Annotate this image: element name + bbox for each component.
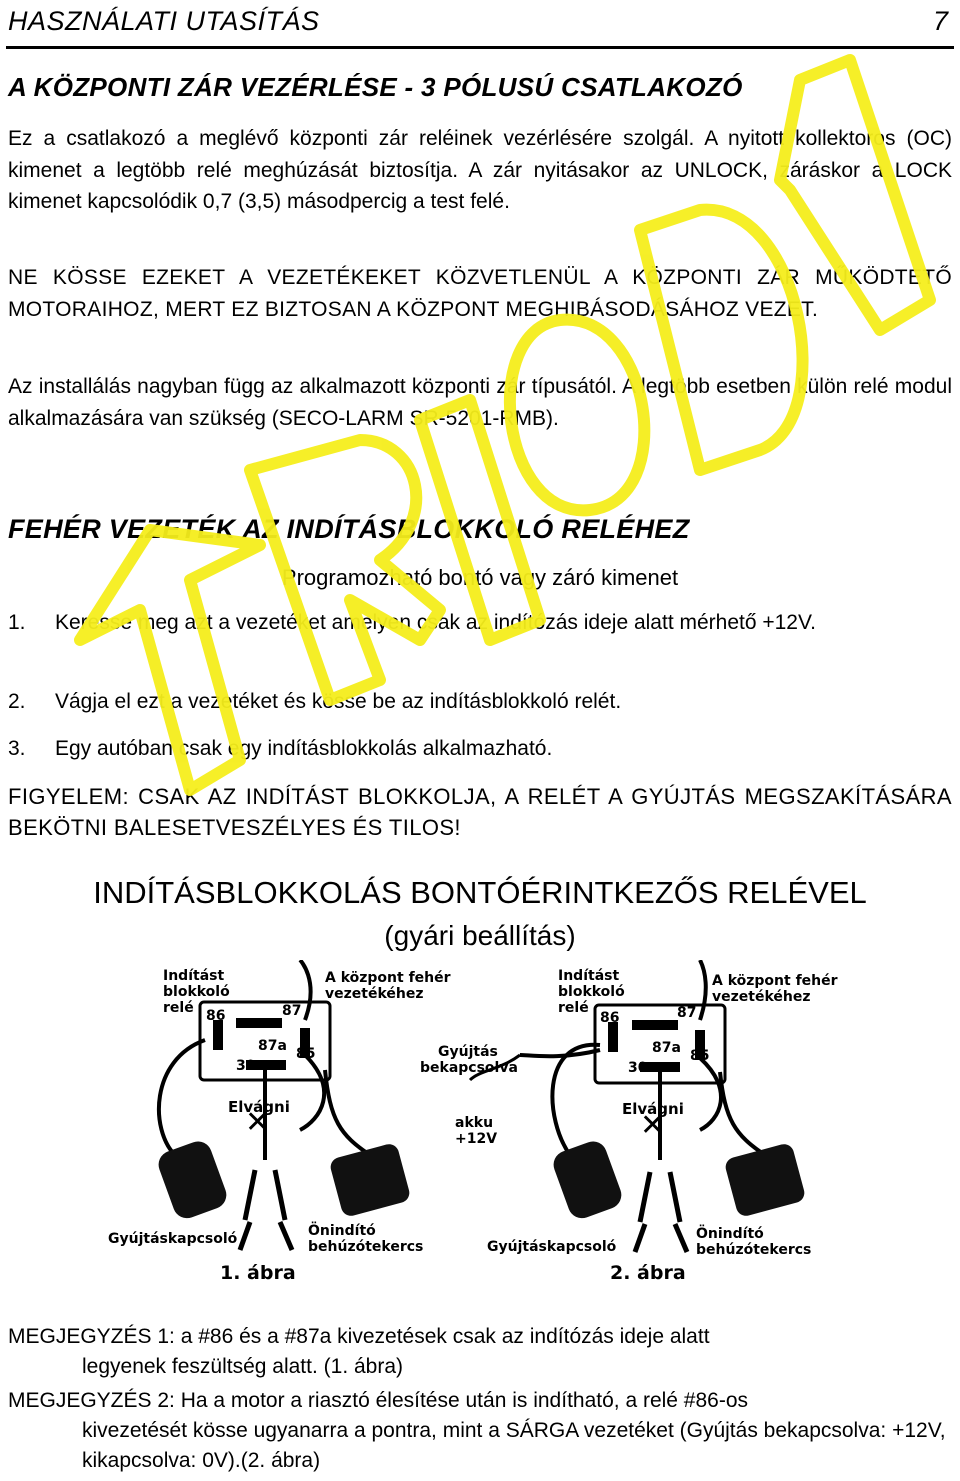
pin-85-label: 85	[690, 1048, 710, 1064]
list-number: 1.	[8, 611, 26, 634]
ignition-switch-icon	[158, 1141, 227, 1219]
pin-87a-label: 87a	[258, 1038, 287, 1054]
figure-2-caption: 2. ábra	[610, 1262, 686, 1284]
relay-pin-30	[246, 1060, 286, 1070]
relay-pin-87	[236, 1018, 282, 1028]
pin-87-label: 87	[677, 1005, 697, 1021]
cut-label: Elvágni	[622, 1100, 684, 1118]
cut-mark-icon: ✕	[245, 1105, 270, 1140]
warning-text: FIGYELEM: CSAK AZ INDÍTÁST BLOKKOLJA, A …	[8, 784, 952, 840]
wire	[718, 1071, 767, 1157]
note-1-text: a #86 és a #87a kivezetések csak az indí…	[174, 1325, 710, 1348]
cut-mark-icon: ✕	[640, 1108, 665, 1143]
list-number: 3.	[8, 737, 26, 760]
pin-86-label: 86	[600, 1010, 620, 1026]
list-item: 3. Egy autóban csak egy indításblokkolás…	[0, 733, 960, 765]
note-1: MEGJEGYZÉS 1: a #86 és a #87a kivezetése…	[8, 1322, 952, 1382]
relay-pin-86	[213, 1020, 223, 1050]
wire	[698, 960, 723, 1132]
pin-30-label: 30	[628, 1060, 648, 1076]
pin-87-label: 87	[282, 1003, 302, 1019]
paragraph-installation: Az installálás nagyban függ az alkalmazo…	[8, 375, 952, 430]
wire	[156, 1038, 206, 1157]
starter-solenoid-icon	[330, 1144, 410, 1216]
section-heading-white-wire: FEHÉR VEZETÉK AZ INDÍTÁSBLOKKOLÓ RELÉHEZ	[8, 514, 690, 544]
wire	[519, 1048, 601, 1059]
note-2-text: Ha a motor a riasztó élesítése után is i…	[174, 1389, 749, 1412]
battery-label: akku+12V	[455, 1115, 498, 1147]
ignition-switch-icon	[553, 1141, 622, 1219]
section-heading-central-lock: A KÖZPONTI ZÁR VEZÉRLÉSE - 3 PÓLUSÚ CSAT…	[8, 72, 743, 102]
starter-solenoid-icon	[725, 1144, 805, 1216]
pin-86-label: 86	[206, 1008, 226, 1024]
pliers-icon	[632, 1171, 690, 1253]
list-number: 2.	[8, 690, 26, 713]
relay-pin-86	[608, 1022, 618, 1052]
battery-wire	[468, 1053, 521, 1082]
diagram-title: INDÍTÁSBLOKKOLÁS BONTÓÉRINTKEZŐS RELÉVEL	[93, 875, 867, 910]
ignition-switch-label: Gyújtáskapcsoló	[108, 1231, 238, 1247]
ignition-switch-label: Gyújtáskapcsoló	[487, 1239, 617, 1255]
note-1-label: MEGJEGYZÉS 1:	[8, 1325, 175, 1348]
figure-1-caption: 1. ábra	[220, 1262, 296, 1284]
note-1-continuation: legyenek feszültség alatt. (1. ábra)	[82, 1355, 404, 1378]
page-number: 7	[932, 6, 948, 36]
list-text: Egy autóban csak egy indításblokkolás al…	[55, 737, 553, 760]
figure-2: ✕	[519, 960, 805, 1253]
cut-label: Elvágni	[228, 1098, 290, 1116]
pin-87a-label: 87a	[652, 1040, 681, 1056]
pin-85-label: 85	[296, 1046, 316, 1062]
relay-pin-85	[695, 1030, 705, 1060]
relay-pin-85	[300, 1028, 310, 1058]
relay-pin-87	[632, 1020, 678, 1030]
wire	[298, 960, 327, 1132]
pin-30-label: 30	[236, 1058, 256, 1074]
header-title: HASZNÁLATI UTASÍTÁS	[8, 6, 320, 36]
header-rule	[6, 46, 954, 49]
note-2-continuation: kivezetését kösse ugyanarra a pontra, mi…	[82, 1419, 946, 1472]
diagram-subtitle: (gyári beállítás)	[384, 920, 576, 951]
list-text: Vágja el ezt a vezetéket és kösse be az …	[55, 690, 622, 713]
paragraph-intro: Ez a csatlakozó a meglévő központi zár r…	[8, 127, 952, 213]
note-2-label: MEGJEGYZÉS 2:	[8, 1389, 175, 1412]
note-2: MEGJEGYZÉS 2: Ha a motor a riasztó élesí…	[8, 1386, 952, 1476]
list-item: 1. Keresse meg azt a vezetéket amelyen c…	[0, 607, 960, 647]
wire	[323, 1069, 372, 1157]
wiring-diagram: ✕ ✕	[156, 960, 805, 1253]
relay-pin-30	[640, 1062, 680, 1072]
list-item: 2. Vágja el ezt a vezetéket és kösse be …	[0, 686, 960, 718]
figure-1: ✕	[156, 960, 410, 1251]
wire	[550, 1042, 601, 1157]
list-text: Keresse meg azt a vezetéket amelyen csak…	[55, 611, 816, 634]
pliers-icon	[237, 1169, 295, 1251]
subheading-programmable-output: Programozható bontó vagy záró kimenet	[281, 565, 679, 590]
paragraph-warning-caps: NE KÖSSE EZEKET A VEZETÉKEKET KÖZVETLENÜ…	[8, 266, 952, 321]
